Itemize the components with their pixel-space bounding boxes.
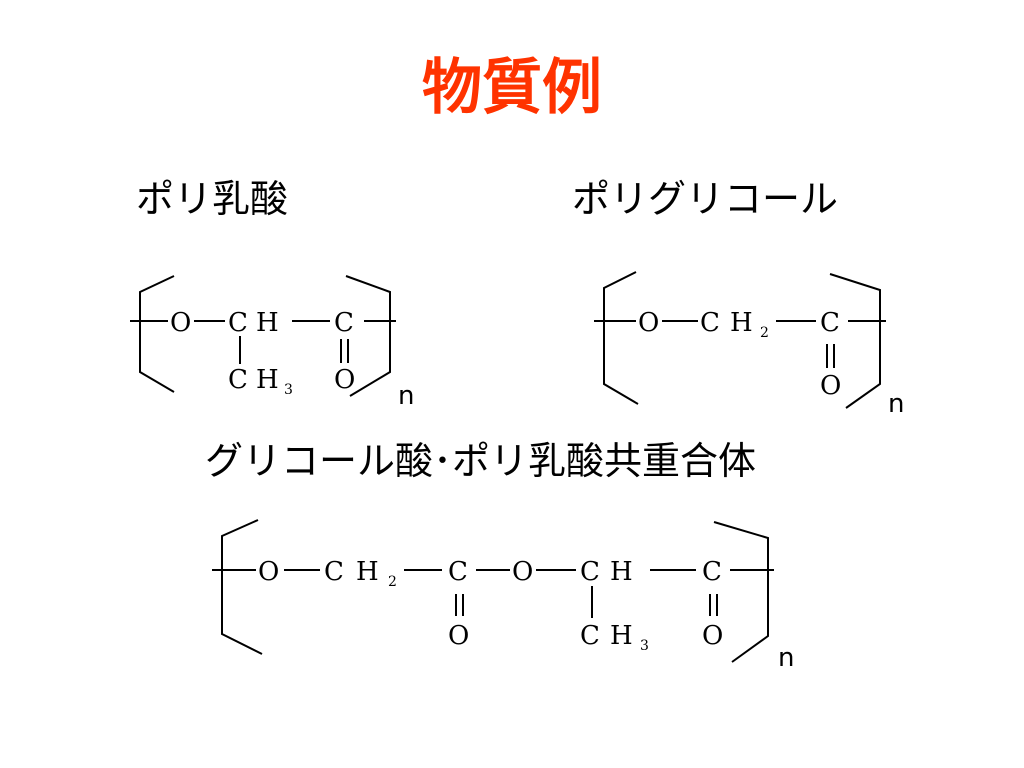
- right-bracket: [345, 275, 391, 397]
- atom-c: C: [448, 557, 468, 587]
- atom-o: O: [258, 557, 279, 587]
- repeat-n: n: [888, 389, 904, 419]
- atom-c: C: [820, 308, 840, 338]
- subscript: 2: [760, 325, 769, 341]
- repeat-n: n: [778, 643, 794, 673]
- atom-c: C: [700, 308, 720, 338]
- slide-title: 物質例: [422, 53, 602, 123]
- polylactic-acid-label: ポリ乳酸: [136, 177, 289, 221]
- atom-h: H: [610, 557, 633, 587]
- left-bracket: [603, 271, 639, 405]
- subscript: 3: [284, 382, 293, 398]
- atom-c: C: [580, 621, 600, 651]
- repeat-n: n: [398, 381, 414, 411]
- atom-c: C: [228, 365, 248, 395]
- atom-h: H: [256, 365, 279, 395]
- atom-h: H: [610, 621, 633, 651]
- atom-h: H: [256, 308, 279, 338]
- atom-c: C: [324, 557, 344, 587]
- polyglycolic-acid-label: ポリグリコール: [572, 177, 839, 221]
- atom-o: O: [638, 308, 659, 338]
- atom-c: C: [334, 308, 354, 338]
- atom-h: H: [356, 557, 379, 587]
- right-bracket: [713, 521, 769, 663]
- atom-c: C: [580, 557, 600, 587]
- left-bracket: [221, 519, 263, 655]
- atom-o: O: [170, 308, 191, 338]
- atom-c: C: [228, 308, 248, 338]
- right-bracket: [829, 273, 881, 409]
- atom-h: H: [730, 308, 753, 338]
- atom-o: O: [334, 365, 355, 395]
- copolymer-label: グリコール酸･ポリ乳酸共重合体: [205, 439, 757, 483]
- subscript: 3: [640, 638, 649, 654]
- atom-o: O: [820, 371, 841, 401]
- atom-o: O: [702, 621, 723, 651]
- atom-o: O: [512, 557, 533, 587]
- atom-o: O: [448, 621, 469, 651]
- left-bracket: [139, 275, 175, 393]
- atom-c: C: [702, 557, 722, 587]
- subscript: 2: [388, 574, 397, 590]
